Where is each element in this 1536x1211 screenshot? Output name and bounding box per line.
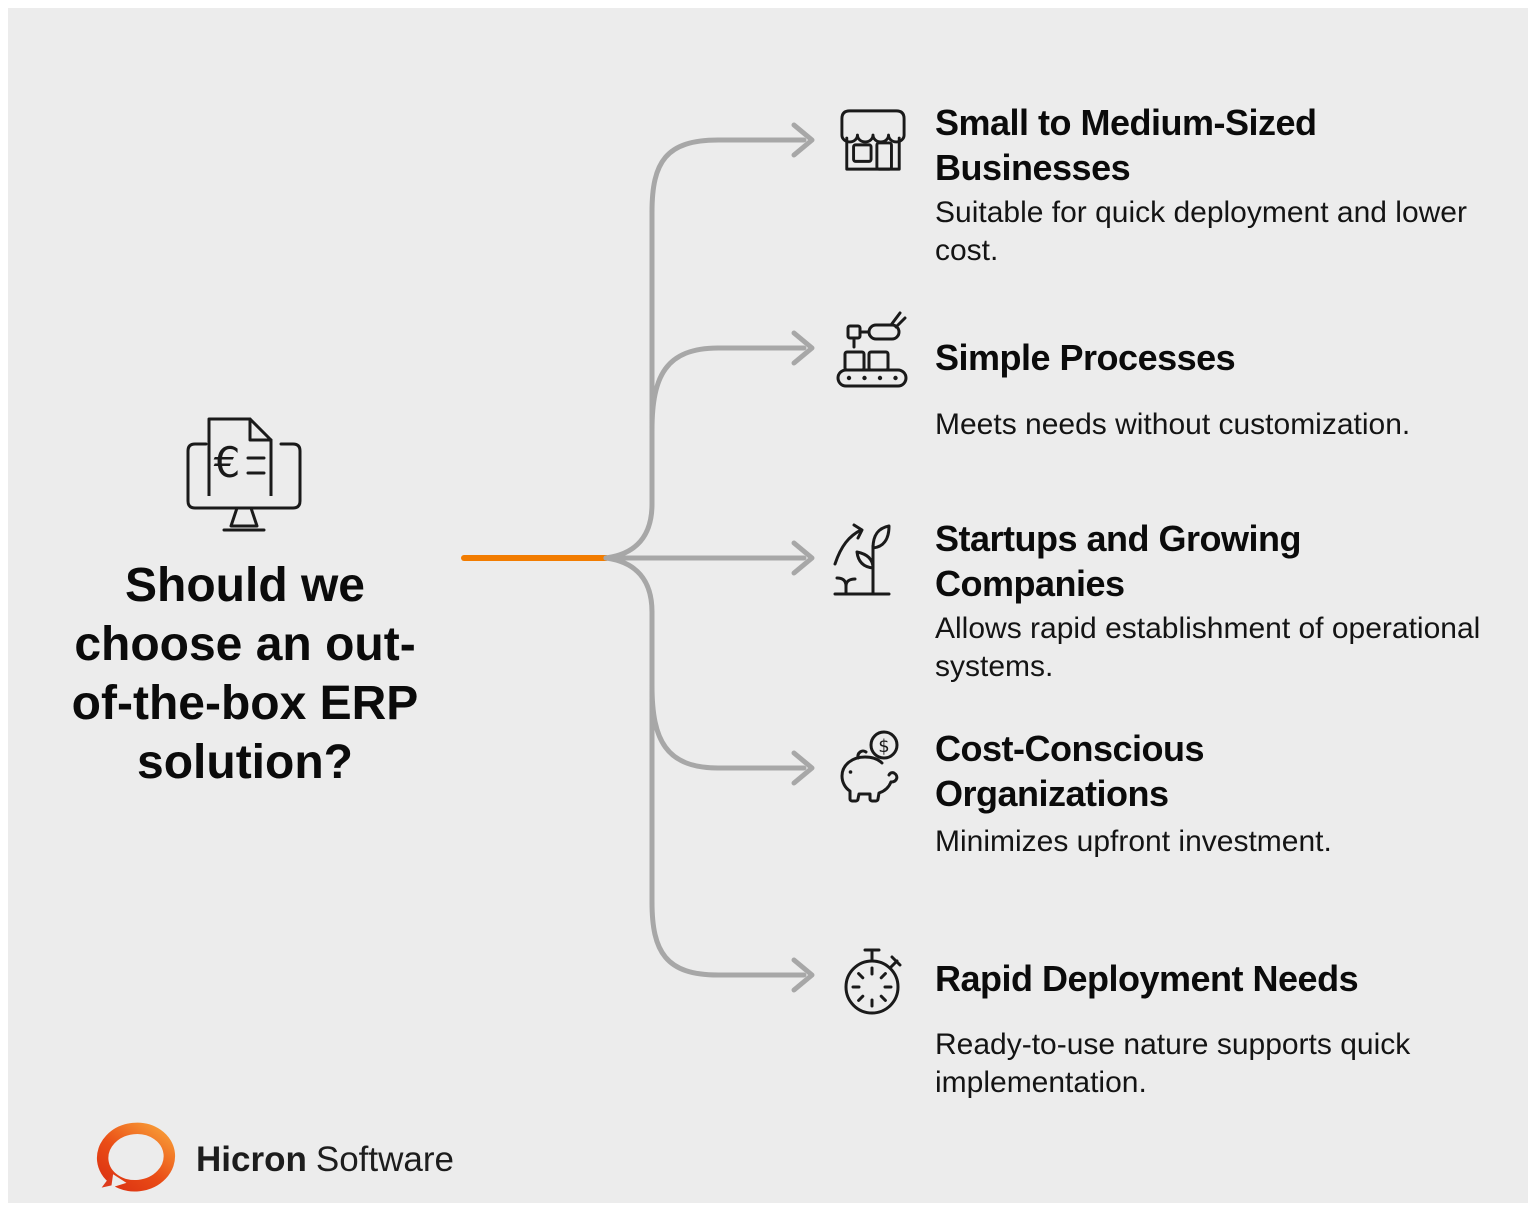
item-1-title: Small to Medium-Sized Businesses — [935, 102, 1317, 188]
piggy-bank-icon: $ — [837, 730, 905, 804]
item-2-title: Simple Processes — [935, 337, 1236, 378]
item-5: Rapid Deployment Needs Ready-to-use natu… — [935, 956, 1520, 1102]
brand-name-bold: Hicron — [196, 1140, 307, 1179]
item-3-title: Startups and Growing Companies — [935, 518, 1302, 604]
item-5-description: Ready-to-use nature supports quick imple… — [935, 1028, 1411, 1099]
svg-text:$: $ — [878, 736, 889, 757]
monitor-euro-document-icon: € — [184, 410, 304, 536]
item-2: Simple Processes Meets needs without cus… — [935, 335, 1520, 444]
item-2-description: Meets needs without customization. — [935, 408, 1411, 441]
hicron-logo-icon — [94, 1122, 178, 1194]
conveyor-robot-arm-icon — [836, 310, 908, 388]
item-4-title: Cost-Conscious Organizations — [935, 728, 1205, 814]
item-5-title: Rapid Deployment Needs — [935, 958, 1359, 999]
stopwatch-icon — [841, 942, 903, 1018]
item-4-description: Minimizes upfront investment. — [935, 825, 1332, 858]
item-1-description: Suitable for quick deployment and lower … — [935, 196, 1467, 267]
item-3: Startups and Growing Companies Allows ra… — [935, 516, 1520, 686]
item-3-description: Allows rapid establishment of operationa… — [935, 612, 1481, 683]
root-question: Should we choose an out- of-the-box ERP … — [71, 559, 419, 789]
svg-text:€: € — [214, 438, 241, 487]
item-1: Small to Medium-Sized Businesses Suitabl… — [935, 100, 1520, 270]
item-4: Cost-Conscious Organizations Minimizes u… — [935, 726, 1520, 861]
storefront-icon — [838, 106, 908, 174]
brand-name-regular: Software — [315, 1140, 454, 1179]
growth-plant-icon — [833, 520, 891, 598]
